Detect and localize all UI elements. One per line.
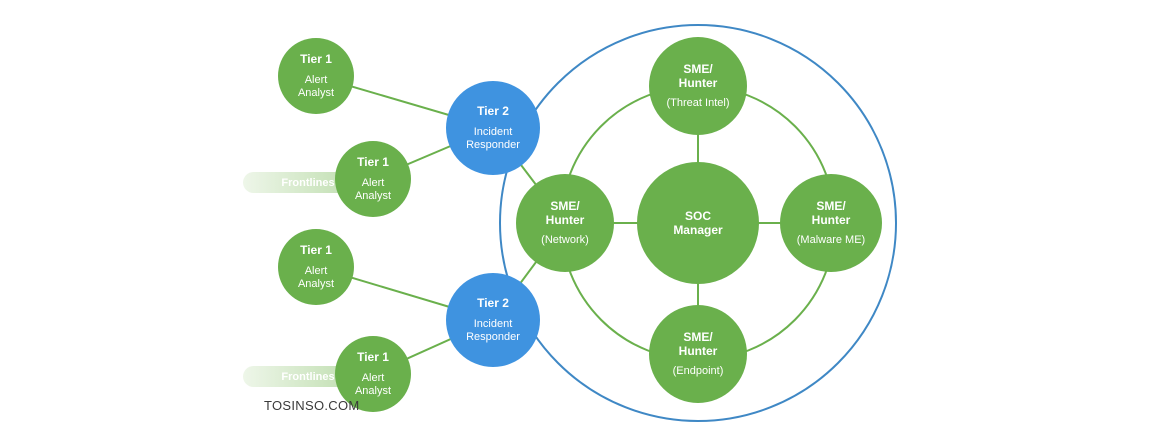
tier2-incident-responder-node: Tier 2 Incident Responder	[446, 81, 540, 175]
watermark: TOSINSO.COM	[264, 398, 360, 413]
sme-hunter-threat-intel-node: SME/ Hunter (Threat Intel)	[649, 37, 747, 135]
node-title: Tier 1	[357, 155, 389, 170]
node-title: Tier 2	[477, 104, 509, 119]
node-title: SOC	[684, 208, 711, 223]
node-specialty: (Malware ME)	[796, 234, 866, 247]
node-role-line: Analyst	[297, 277, 335, 290]
tier1-alert-analyst-node: Tier 1 Alert Analyst	[278, 38, 354, 114]
node-title: SME/	[550, 198, 580, 213]
node-role-line: Analyst	[354, 384, 392, 397]
node-title: Hunter	[811, 212, 851, 227]
node-role-line: Alert	[361, 371, 385, 384]
node-role-line: Responder	[466, 138, 520, 151]
node-role-line: Alert	[304, 73, 328, 86]
node-title: Manager	[673, 223, 723, 237]
tier1-alert-analyst-node: Tier 1 Alert Analyst	[335, 141, 411, 217]
node-role-line: Analyst	[297, 86, 335, 99]
node-specialty: (Endpoint)	[672, 365, 724, 378]
node-specialty: (Network)	[541, 234, 589, 247]
node-title: Tier 2	[477, 296, 509, 311]
node-role-line: Incident	[473, 125, 513, 138]
sme-hunter-malware-node: SME/ Hunter (Malware ME)	[780, 174, 882, 272]
node-specialty: (Threat Intel)	[666, 97, 730, 110]
tier1-alert-analyst-node: Tier 1 Alert Analyst	[335, 336, 411, 412]
node-title: SME/	[683, 329, 713, 344]
node-role-line: Analyst	[354, 189, 392, 202]
node-role-line: Alert	[304, 264, 328, 277]
node-title: Tier 1	[357, 350, 389, 365]
node-title: Hunter	[678, 343, 718, 358]
node-title: SME/	[816, 198, 846, 213]
tier2-incident-responder-node: Tier 2 Incident Responder	[446, 273, 540, 367]
tier1-alert-analyst-node: Tier 1 Alert Analyst	[278, 229, 354, 305]
node-role-line: Incident	[473, 317, 513, 330]
node-role-line: Responder	[466, 330, 520, 343]
node-role-line: Alert	[361, 176, 385, 189]
soc-manager-node: SOC Manager	[637, 162, 759, 284]
node-title: Hunter	[678, 75, 718, 90]
soc-core-ring	[499, 24, 897, 422]
sme-hunter-network-node: SME/ Hunter (Network)	[516, 174, 614, 272]
node-title: Tier 1	[300, 243, 332, 258]
sme-hunter-endpoint-node: SME/ Hunter (Endpoint)	[649, 305, 747, 403]
node-title: Hunter	[545, 212, 585, 227]
node-title: SME/	[683, 61, 713, 76]
node-title: Tier 1	[300, 52, 332, 67]
